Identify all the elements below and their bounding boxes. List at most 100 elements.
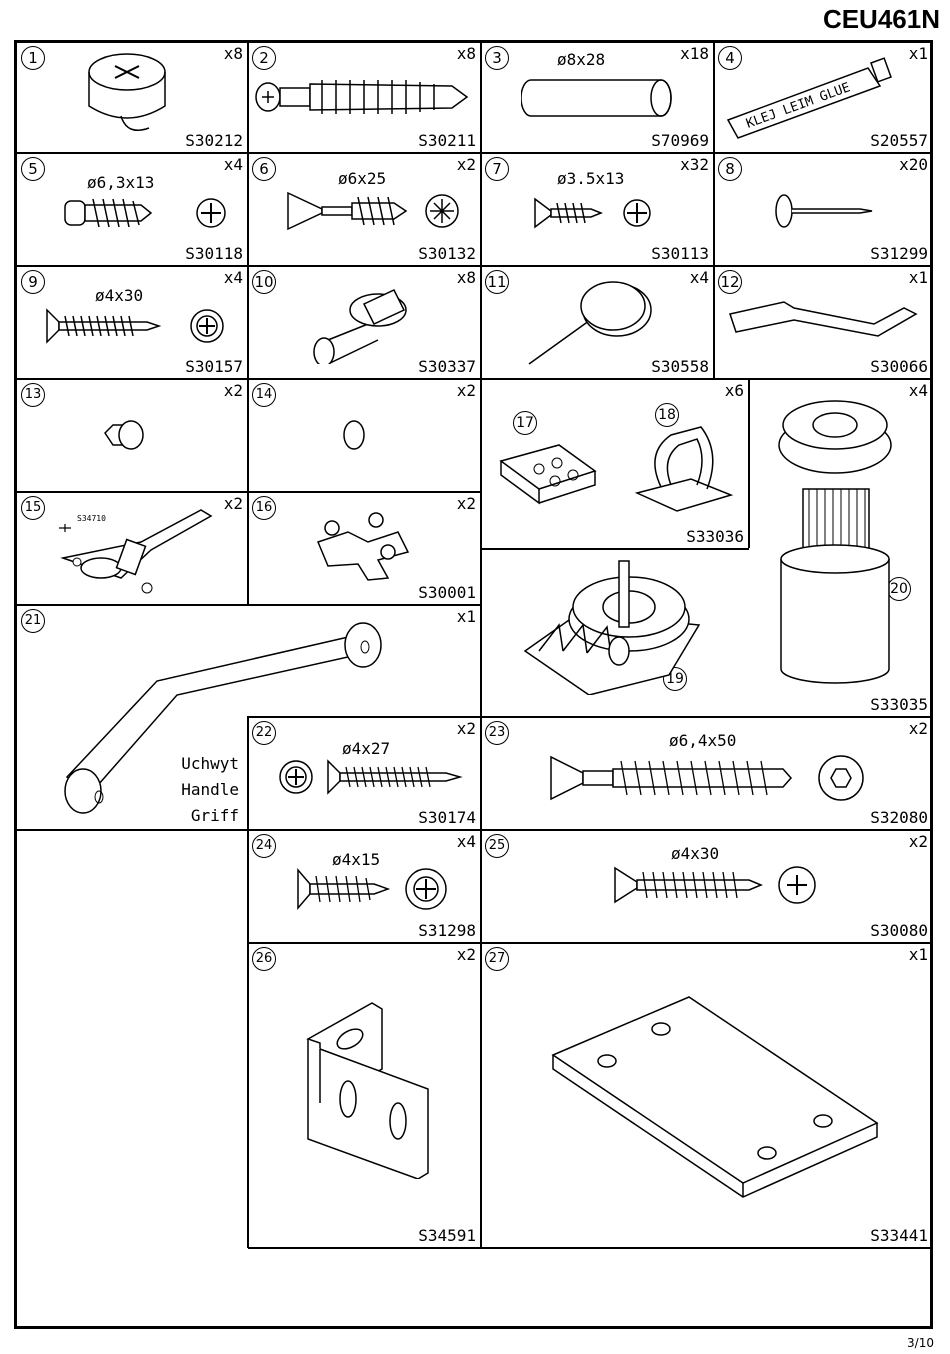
part-dimension: ø4x30 (671, 844, 720, 863)
parts-frame (14, 40, 933, 1329)
part-quantity: x4 (908, 381, 928, 400)
grid-line (16, 152, 932, 154)
mounting-plate-icon (316, 512, 410, 581)
part-code: S30157 (185, 357, 243, 376)
grid-line (16, 491, 481, 493)
shelf-support-pin-icon (313, 289, 407, 364)
part-code: S30211 (418, 131, 476, 150)
model-code: CEU461N (822, 4, 940, 34)
part-cell-17-18: x6 S33036 17 18 (481, 379, 748, 548)
part-code: S33035 (870, 695, 928, 714)
part-number: 25 (485, 834, 509, 858)
part-quantity: x8 (456, 44, 476, 63)
part-cell-21: 21 x1 Uchwyt Handle Griff (17, 605, 480, 829)
part-number: 22 (252, 721, 276, 745)
wooden-dowel-icon (521, 79, 672, 117)
glue-tube-icon: KLEJ LEIM GLUE (726, 57, 892, 139)
grid-line (16, 829, 932, 831)
part-code: S34591 (418, 1226, 476, 1245)
part-code: S30132 (418, 244, 476, 263)
part-number: 19 (663, 667, 687, 691)
grid-line (16, 378, 932, 380)
cover-cap-icon (343, 420, 365, 450)
part-number: 21 (21, 609, 45, 633)
part-quantity: x4 (223, 155, 243, 174)
mounting-plate-flat-icon (551, 996, 879, 1198)
grid-line (248, 942, 932, 944)
part-cell-7: 7 x32 S30113 ø3.5x13 (481, 153, 713, 265)
part-dimension: ø3.5x13 (557, 169, 625, 188)
part-cell-13: 13 x2 (17, 379, 247, 491)
part-dimension: ø6,3x13 (87, 173, 155, 192)
part-cell-5: 5 x4 S30118 ø6,3x13 (17, 153, 247, 265)
screw-icon (614, 866, 816, 904)
part-quantity: x20 (899, 155, 928, 174)
part-number: 1 (21, 46, 45, 70)
part-quantity: x2 (456, 381, 476, 400)
grid-line (247, 42, 249, 604)
cap-icon (104, 420, 144, 450)
part-code: S31298 (418, 921, 476, 940)
part-code: S30113 (651, 244, 709, 263)
part-code: S20557 (870, 131, 928, 150)
part-cell-22: 22 x2 S30174 ø4x27 (248, 717, 480, 829)
part-number: 8 (718, 157, 742, 181)
part-number: 11 (485, 270, 509, 294)
part-quantity: x1 (908, 268, 928, 287)
part-quantity: x2 (456, 945, 476, 964)
part-number: 2 (252, 46, 276, 70)
part-code: S30066 (870, 357, 928, 376)
grid-line (247, 716, 249, 1248)
connector-bolt-icon (255, 80, 469, 114)
part-number: 18 (655, 403, 679, 427)
adjustable-leg-icon (778, 400, 892, 684)
part-code: S30080 (870, 921, 928, 940)
part-quantity: x2 (908, 719, 928, 738)
part-quantity: x2 (908, 832, 928, 851)
part-quantity: x6 (724, 381, 744, 400)
part-number: 17 (513, 411, 537, 435)
screw-icon (534, 197, 651, 229)
part-quantity: x4 (223, 268, 243, 287)
part-number: 23 (485, 721, 509, 745)
label-de: Griff (190, 806, 239, 825)
part-cell-24: 24 x4 S31298 ø4x15 (248, 830, 480, 942)
grid-line (16, 604, 481, 606)
part-number: 9 (21, 270, 45, 294)
part-number: 7 (485, 157, 509, 181)
part-dimension: ø6x25 (338, 169, 387, 188)
grid-line (481, 548, 749, 550)
part-quantity: x1 (908, 44, 928, 63)
screw-icon (279, 759, 463, 795)
part-cell-10: 10 x8 S30337 (248, 266, 480, 378)
label-pl: Uchwyt (181, 754, 239, 773)
part-number: 24 (252, 834, 276, 858)
part-cell-1: 1 x8 S30212 (17, 42, 247, 152)
part-quantity: x2 (456, 155, 476, 174)
part-number: 14 (252, 383, 276, 407)
part-number: 5 (21, 157, 45, 181)
part-cell-6: 6 x2 S30132 ø6x25 (248, 153, 480, 265)
part-cell-11: 11 x4 S30558 (481, 266, 713, 378)
angle-bracket-icon (306, 1002, 429, 1179)
nail-icon (775, 194, 873, 228)
leveling-base-icon (523, 560, 701, 695)
cable-clip-icon (634, 426, 734, 512)
part-quantity: x2 (456, 719, 476, 738)
part-code: S33441 (870, 1226, 928, 1245)
part-dimension: ø6,4x50 (669, 731, 737, 750)
grid-line (713, 42, 715, 378)
part-number: 26 (252, 947, 276, 971)
allen-key-icon (729, 301, 918, 337)
part-number: 27 (485, 947, 509, 971)
part-quantity: x2 (223, 381, 243, 400)
screw-icon (297, 867, 447, 911)
part-quantity: x1 (908, 945, 928, 964)
mini-screw-code: S34710 (77, 514, 106, 523)
part-code: S30337 (418, 357, 476, 376)
page-number: 3/10 (907, 1336, 934, 1350)
part-quantity: x32 (680, 155, 709, 174)
screw-icon (550, 755, 864, 801)
cam-lock-icon (88, 53, 166, 131)
part-number: 6 (252, 157, 276, 181)
